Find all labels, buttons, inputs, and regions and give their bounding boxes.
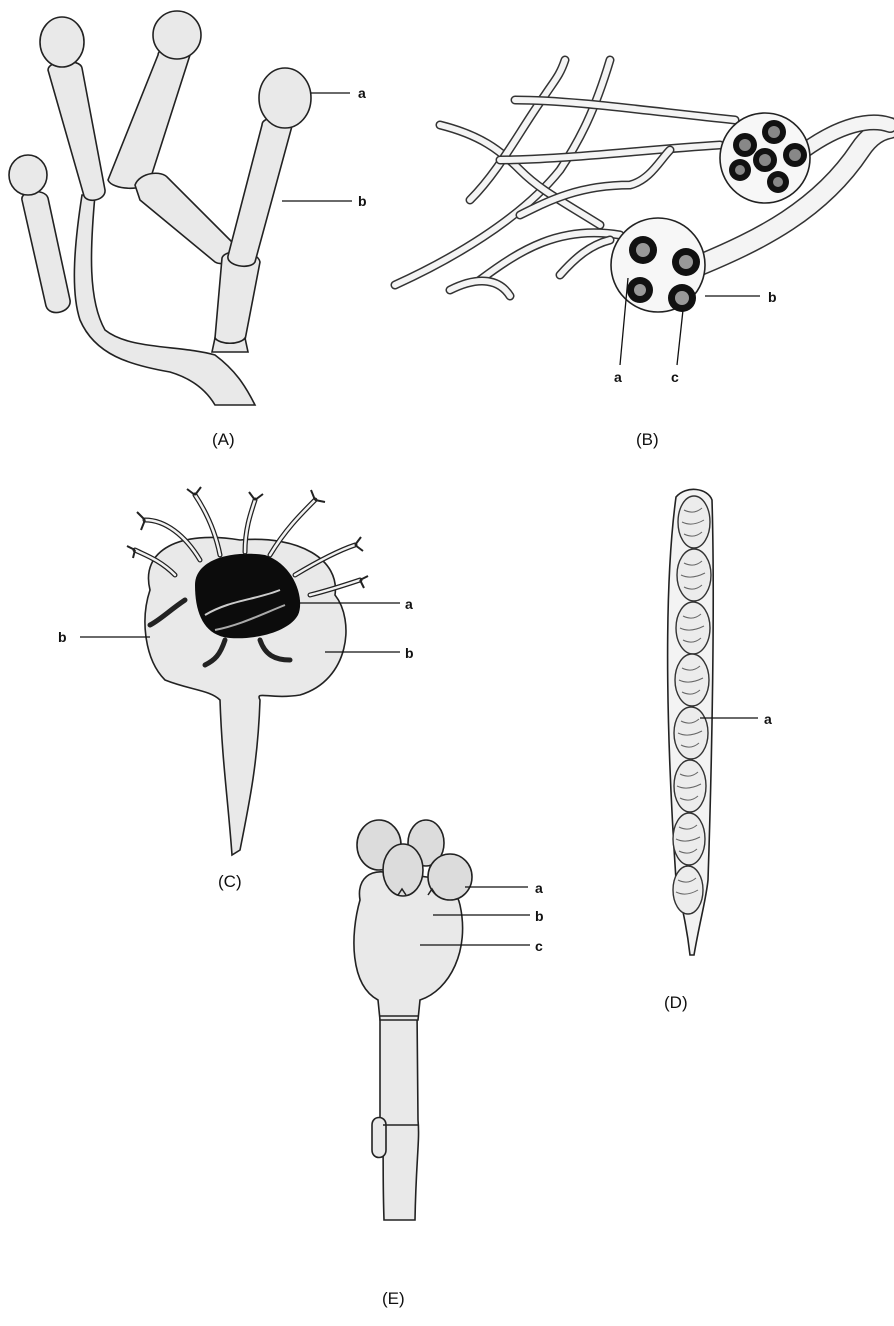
- panel-c-label-b-left: b: [58, 629, 67, 645]
- panel-e-label-b: b: [535, 908, 544, 924]
- panel-b-label-b: b: [768, 289, 777, 305]
- panel-e-illustration: [354, 820, 472, 1220]
- panel-a-label-b: b: [358, 193, 367, 209]
- panel-d-label-a: a: [764, 711, 772, 727]
- panel-c-label-b-right: b: [405, 645, 414, 661]
- panel-d-illustration: [668, 489, 714, 955]
- panel-b-label-c: c: [671, 369, 679, 385]
- panel-b-label-a: a: [614, 369, 622, 385]
- panel-b-caption: (B): [636, 430, 659, 449]
- panel-b-leader-c: [677, 310, 683, 365]
- panel-d-caption: (D): [664, 993, 688, 1012]
- panel-a-caption: (A): [212, 430, 235, 449]
- panel-c-illustration: [127, 487, 368, 855]
- panel-e-label-c: c: [535, 938, 543, 954]
- panel-c-label-a: a: [405, 596, 413, 612]
- panel-a-label-a: a: [358, 85, 366, 101]
- panel-b-illustration: [395, 60, 890, 312]
- panel-c-caption: (C): [218, 872, 242, 891]
- panel-e-label-a: a: [535, 880, 543, 896]
- panel-e-caption: (E): [382, 1289, 405, 1308]
- panel-a-illustration: [9, 11, 311, 405]
